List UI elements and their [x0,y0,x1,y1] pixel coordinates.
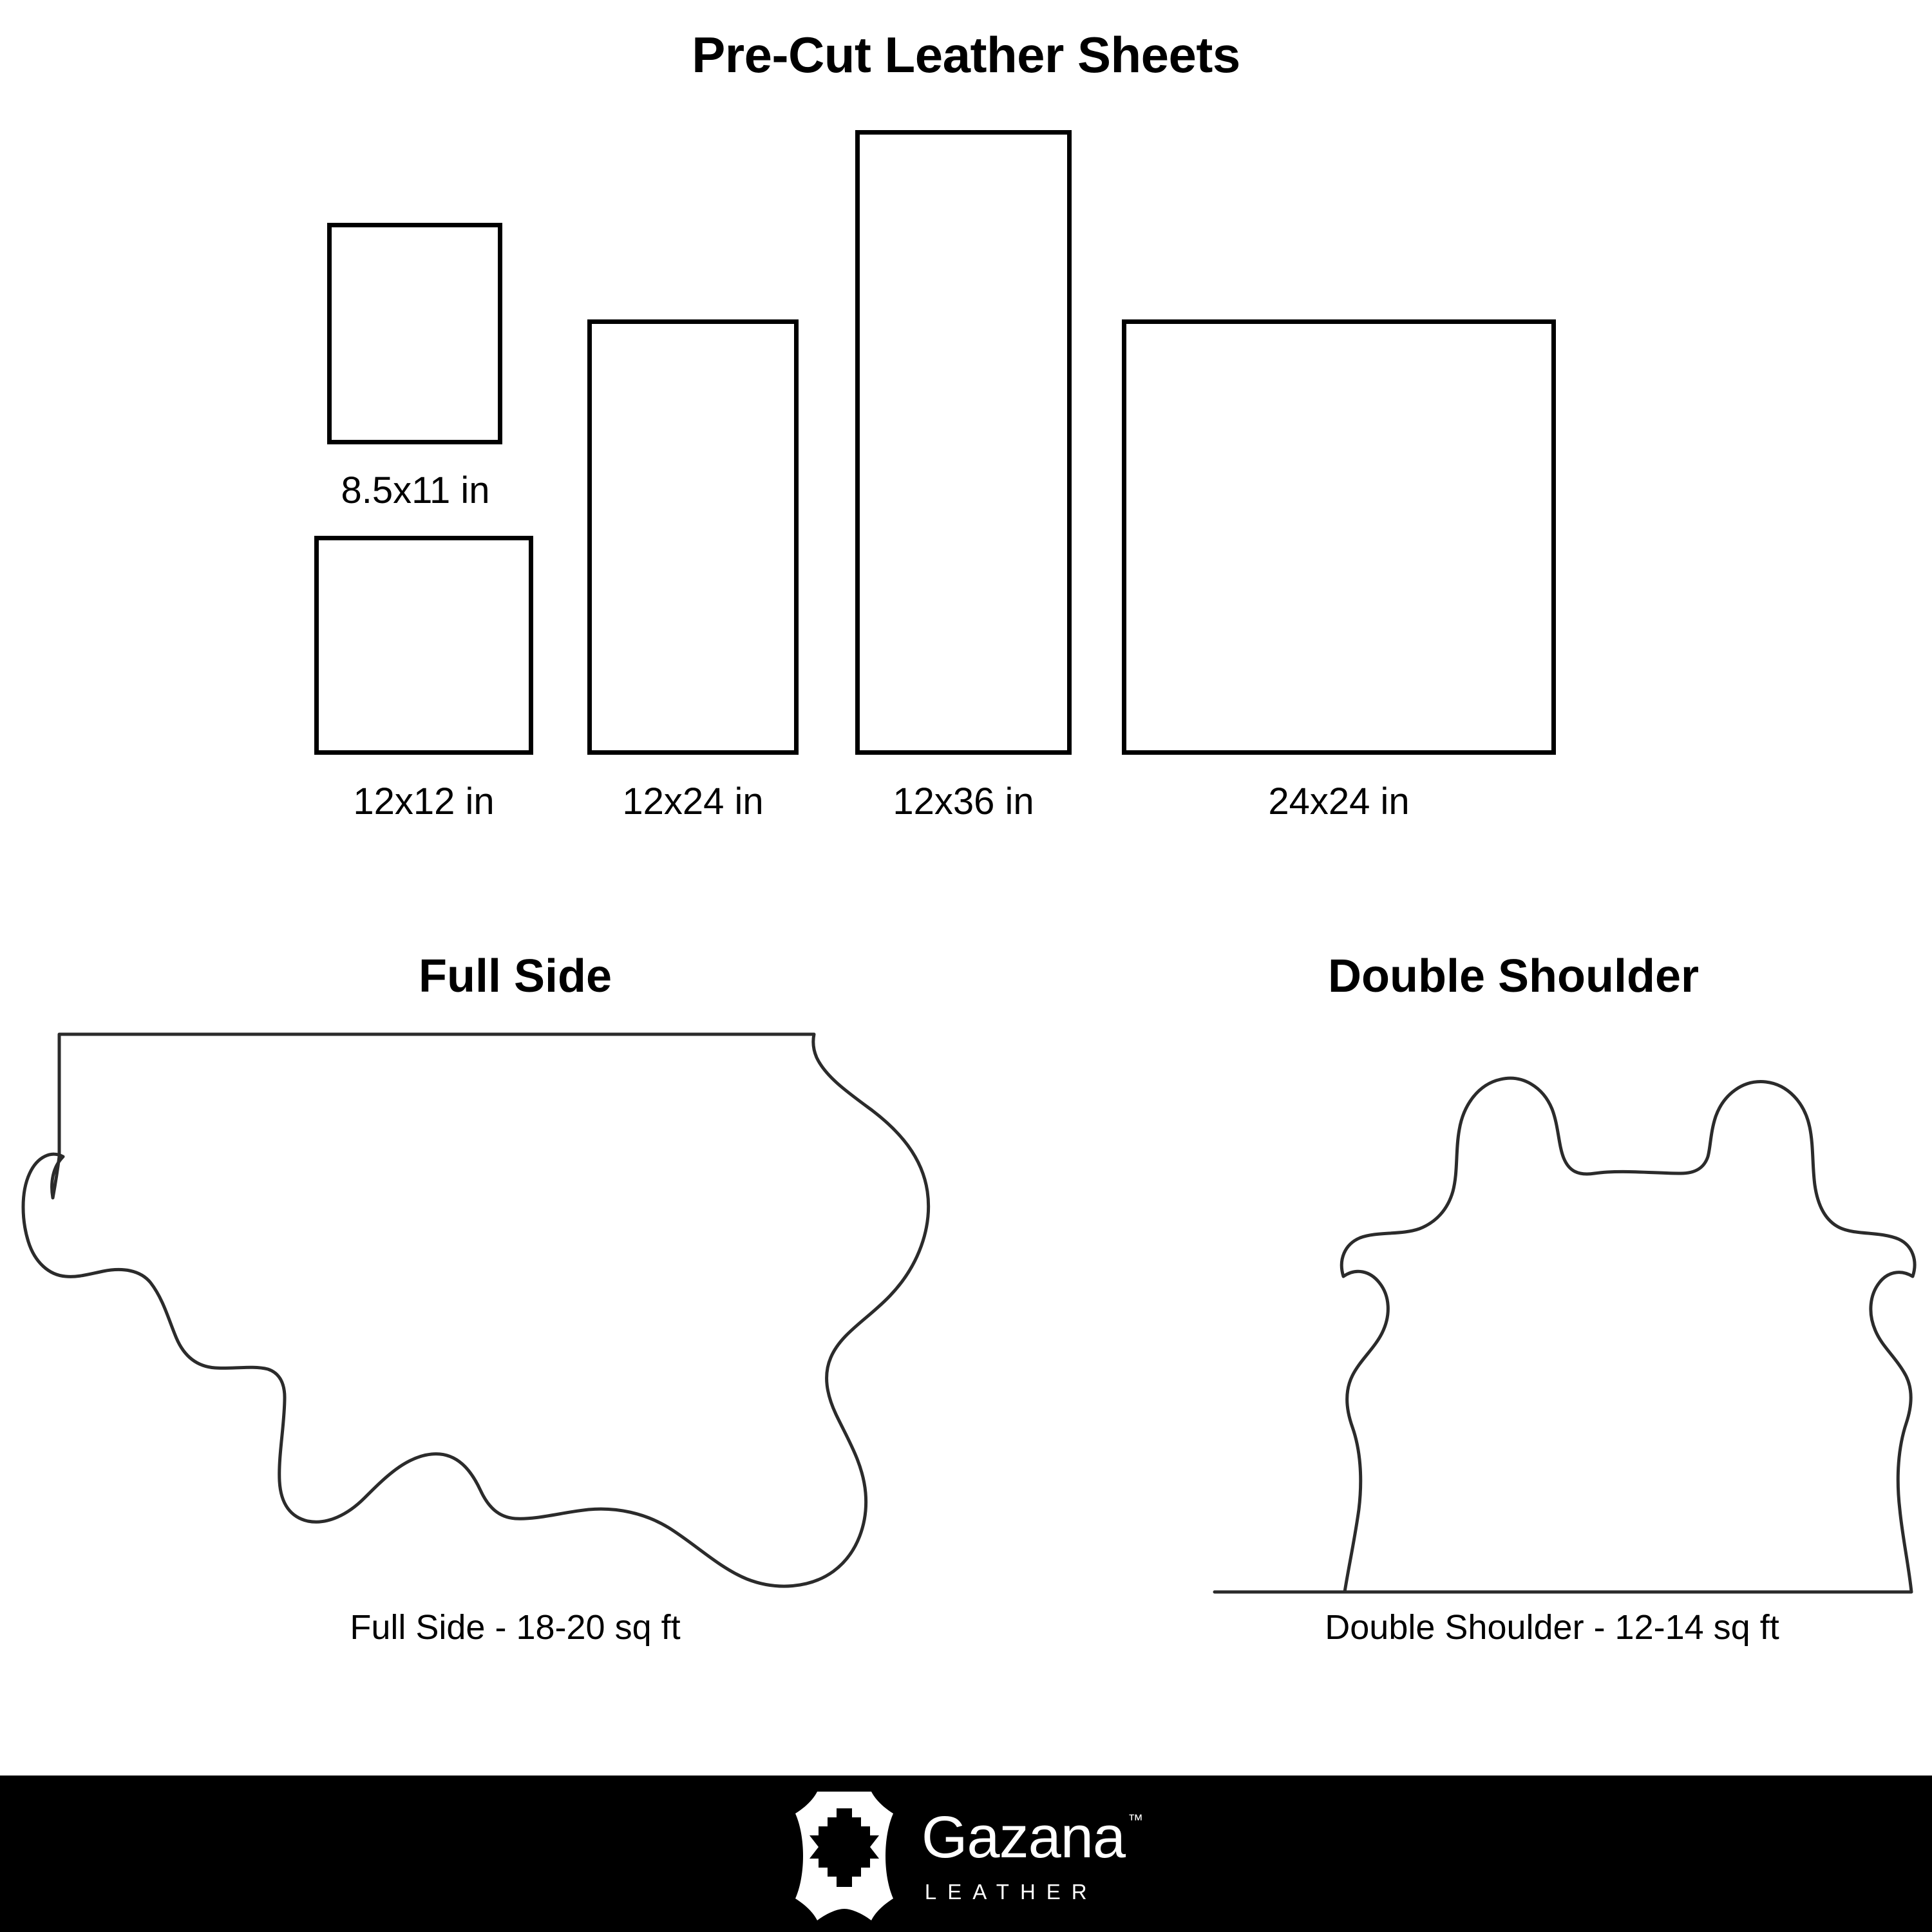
full-side-heading: Full Side [418,951,612,1002]
double-shoulder-heading: Double Shoulder [1328,951,1699,1002]
sheet-rect-12x36 [855,130,1072,755]
sheet-label-12x12: 12x12 in [353,781,495,822]
double-shoulder-caption: Double Shoulder - 12-14 sq ft [1325,1608,1779,1647]
sheet-label-12x24: 12x24 in [622,781,764,822]
sheet-rect-12x12 [314,536,533,755]
footer-logo-lockup: Gazana ™ LEATHER [0,1776,1932,1932]
sheet-rect-8-5x11 [327,223,502,444]
trademark-symbol: ™ [1128,1812,1144,1829]
brand-subword: LEATHER [924,1880,1098,1904]
sheet-rect-24x24 [1122,319,1556,755]
full-side-hide-icon [21,1032,931,1588]
sheet-label-24x24: 24x24 in [1268,781,1410,822]
sheet-label-8-5x11: 8.5x11 in [341,469,490,511]
aztec-cross-shield-icon [795,1791,893,1920]
logo-wordmark-row: Gazana ™ [922,1808,1143,1867]
sheet-rect-12x24 [587,319,799,755]
full-side-caption: Full Side - 18-20 sq ft [350,1608,681,1647]
page-title: Pre-Cut Leather Sheets [692,26,1240,83]
footer-bar: Gazana ™ LEATHER [0,1776,1932,1932]
double-shoulder-hide-icon [1213,1076,1917,1594]
logo-text-block: Gazana ™ LEATHER [922,1808,1143,1902]
brand-wordmark: Gazana [921,1804,1126,1870]
sheet-label-12x36: 12x36 in [893,781,1034,822]
